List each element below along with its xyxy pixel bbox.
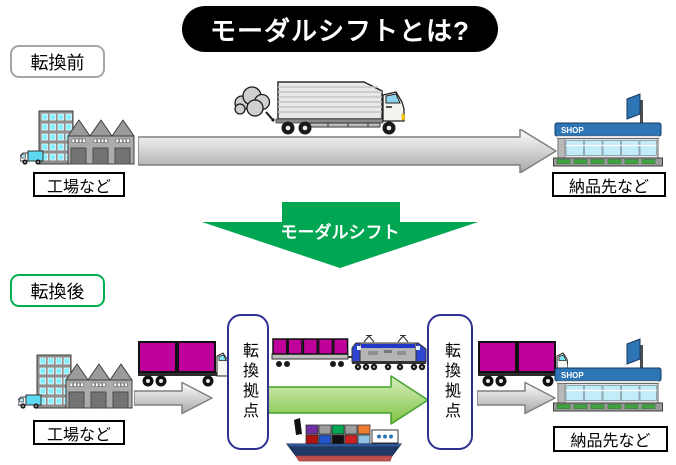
- rail-sea-flow-arrow-icon: [265, 375, 429, 425]
- hub-box-left: 転換拠点: [227, 314, 269, 450]
- shop-caption-after: 納品先など: [553, 426, 668, 452]
- before-flow-arrow-icon: [138, 129, 557, 173]
- shop-icon: [553, 92, 668, 171]
- page-title: モーダルシフトとは?: [182, 6, 498, 52]
- container-ship-icon: [286, 418, 402, 462]
- hub-box-right: 転換拠点: [427, 314, 473, 450]
- exhaust-truck-icon: [234, 81, 405, 135]
- before-badge: 転換前: [10, 45, 105, 78]
- arrow-factory-to-hub-icon: [134, 381, 214, 415]
- shop-caption-before: 納品先など: [552, 172, 666, 197]
- shop-icon: [553, 337, 668, 416]
- factory-caption-before: 工場など: [33, 172, 125, 197]
- modal-shift-arrow-icon: [202, 202, 478, 268]
- arrow-hub-to-shop-icon: [477, 381, 557, 415]
- after-badge: 転換後: [10, 274, 105, 307]
- factory-caption-after: 工場など: [33, 420, 125, 445]
- freight-train-icon: [271, 335, 427, 371]
- factory-icon: [18, 350, 133, 414]
- modal-shift-label: モーダルシフト: [280, 223, 400, 242]
- factory-icon: [20, 106, 135, 170]
